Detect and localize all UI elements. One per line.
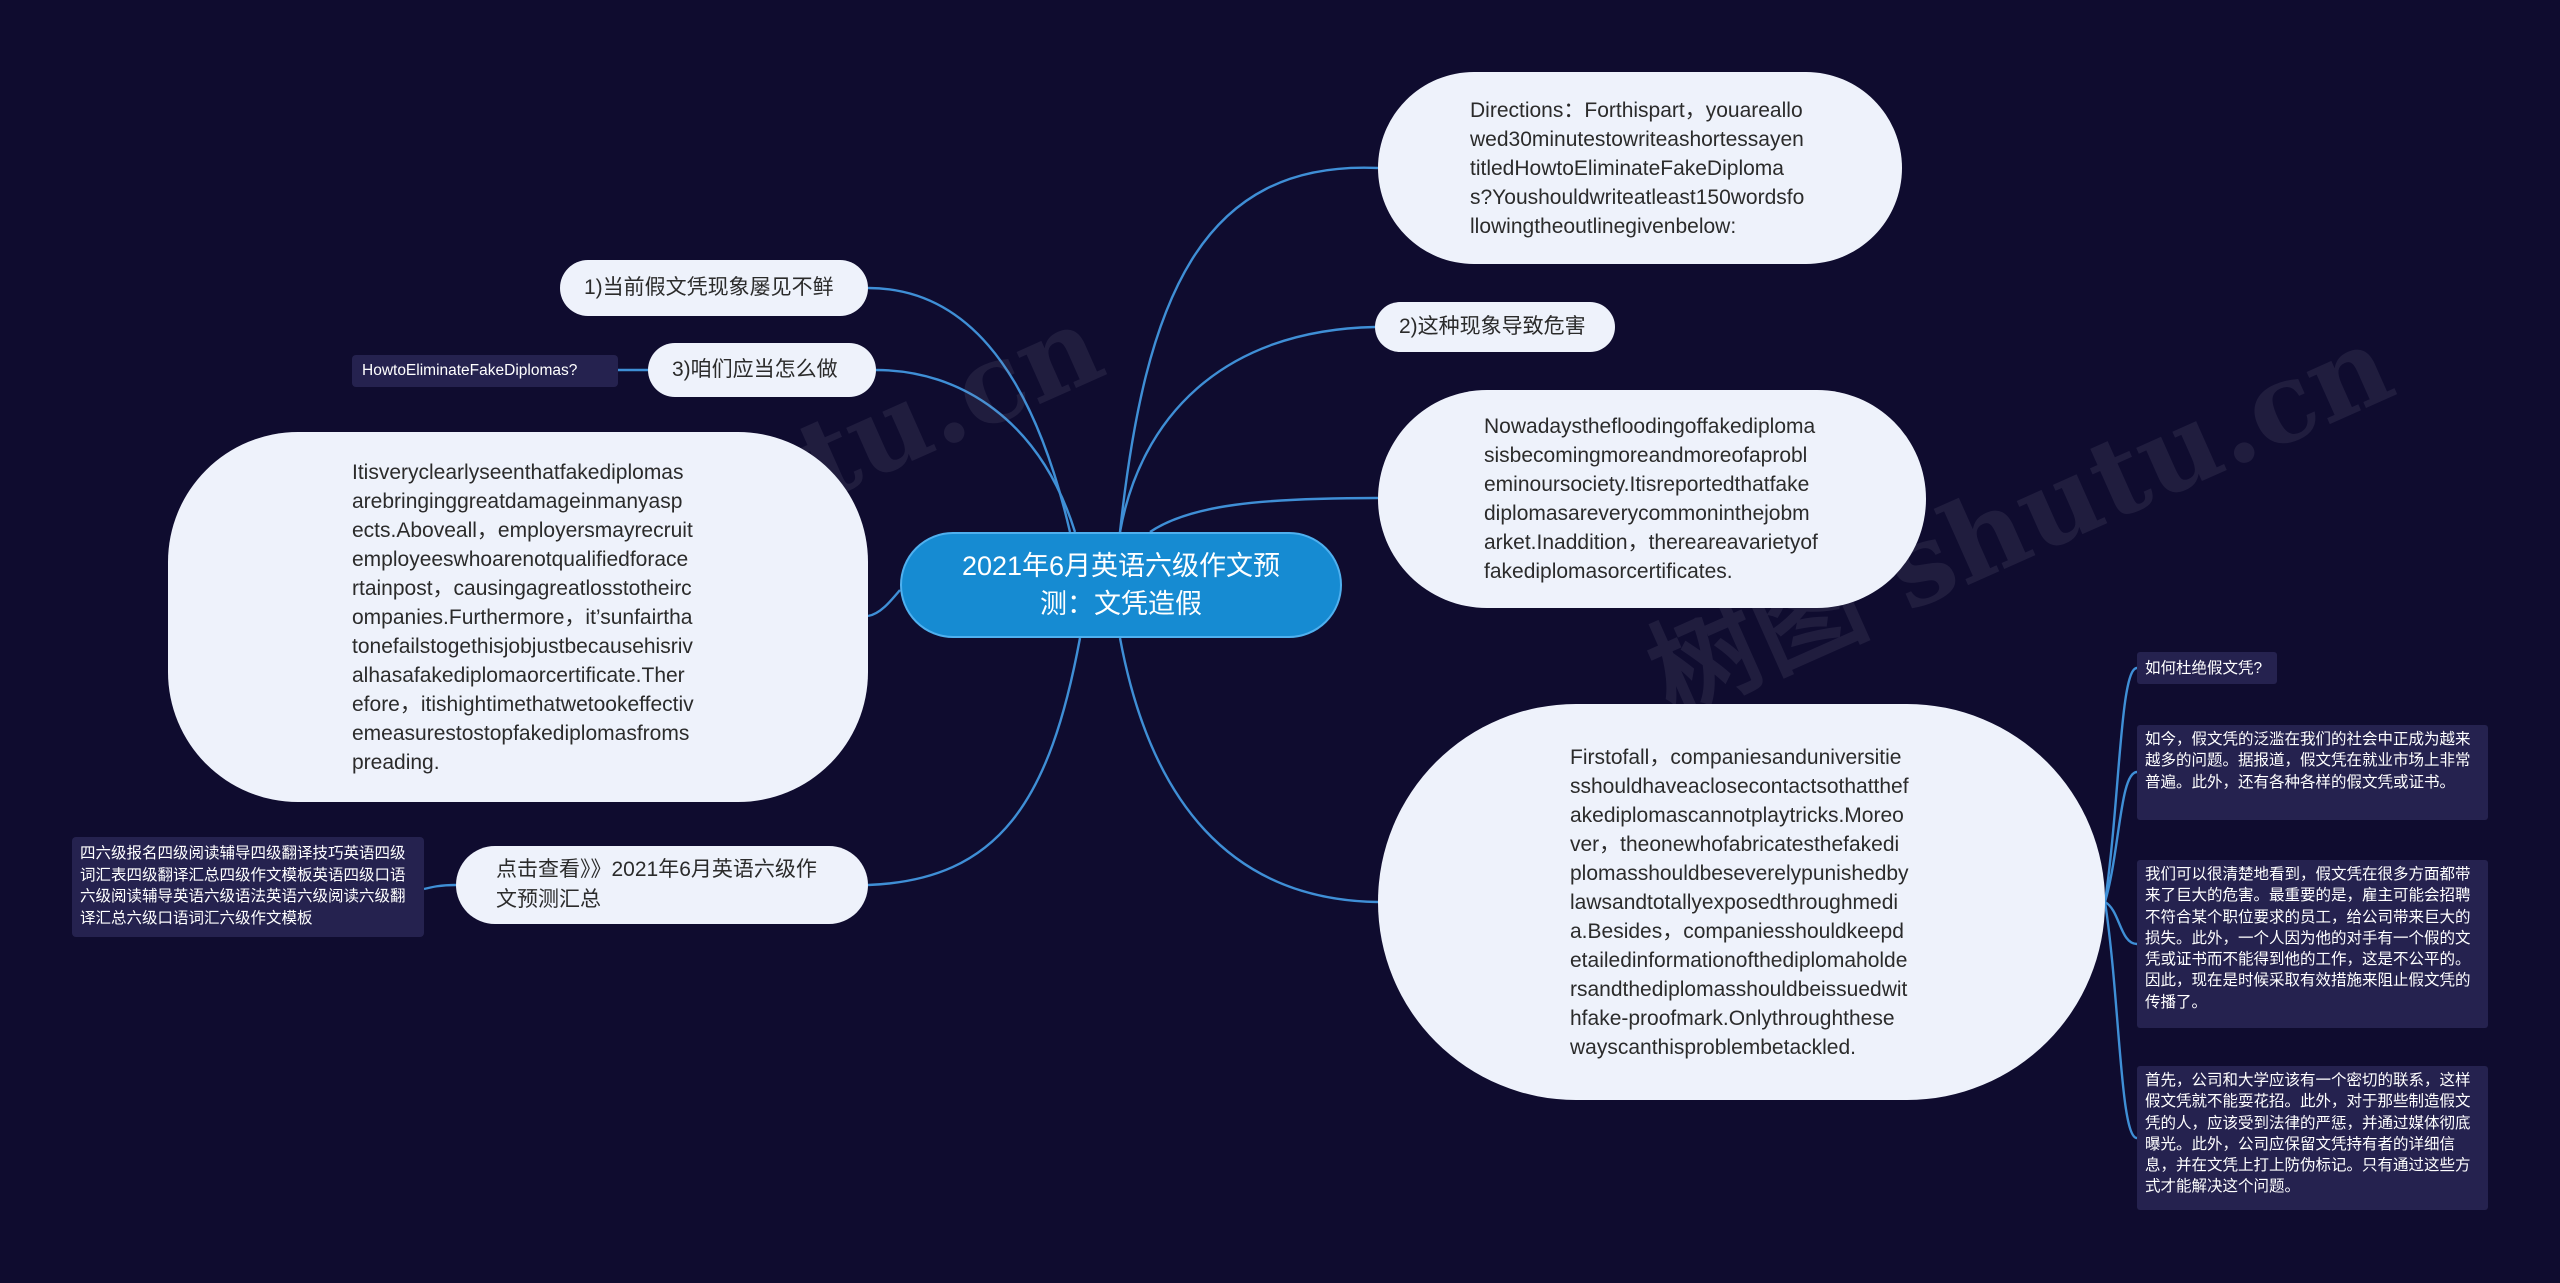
node-first-of-all-text: Firstofall，companiesanduniversitiesshoul… xyxy=(1570,745,1909,1059)
node-more-link-label: 点击查看》》2021年6月英语六级作文预测汇总 xyxy=(496,858,817,911)
node-nowadays[interactable]: Nowadaysthefloodingoffakediplomasisbecom… xyxy=(1378,390,1926,608)
node-related-links[interactable]: 四六级报名四级阅读辅导四级翻译技巧英语四级词汇表四级翻译汇总四级作文模板英语四级… xyxy=(72,837,424,937)
node-essay-title-label: HowtoEliminateFakeDiplomas? xyxy=(362,362,578,379)
node-related-links-text: 四六级报名四级阅读辅导四级翻译技巧英语四级词汇表四级翻译汇总四级作文模板英语四级… xyxy=(80,845,406,927)
link-center-essay xyxy=(867,589,901,618)
node-damage-essay[interactable]: Itisveryclearlyseenthatfakediplomasarebr… xyxy=(168,432,868,802)
link-leaf-1 xyxy=(2103,666,2138,903)
node-nowadays-text: Nowadaysthefloodingoffakediplomasisbecom… xyxy=(1484,415,1818,583)
link-center-link xyxy=(867,637,1082,887)
node-current-situation[interactable]: 1)当前假文凭现象屡见不鲜 xyxy=(560,260,868,316)
link-leaf-3 xyxy=(2104,900,2138,946)
node-harm[interactable]: 2)这种现象导致危害 xyxy=(1375,302,1615,352)
leaf-nowadays-cn[interactable]: 如今，假文凭的泛滥在我们的社会中正成为越来越多的问题。据报道，假文凭在就业市场上… xyxy=(2137,725,2488,820)
leaf-how-to-eliminate-text: 如何杜绝假文凭? xyxy=(2145,660,2263,677)
leaf-how-to-eliminate[interactable]: 如何杜绝假文凭? xyxy=(2137,652,2277,684)
node-first-of-all[interactable]: Firstofall，companiesanduniversitiesshoul… xyxy=(1378,704,2105,1100)
node-current-situation-label: 1)当前假文凭现象屡见不鲜 xyxy=(584,276,834,299)
node-harm-label: 2)这种现象导致危害 xyxy=(1399,315,1586,338)
central-topic[interactable]: 2021年6月英语六级作文预测：文凭造假 xyxy=(900,532,1342,638)
node-what-to-do[interactable]: 3)咱们应当怎么做 xyxy=(648,343,876,397)
link-link-child xyxy=(423,883,457,891)
link-leaf-2 xyxy=(2103,770,2138,903)
leaf-first-of-all-cn-text: 首先，公司和大学应该有一个密切的联系，这样假文凭就不能耍花招。此外，对于那些制造… xyxy=(2145,1072,2471,1196)
central-topic-label: 2021年6月英语六级作文预测：文凭造假 xyxy=(961,551,1281,619)
link-center-harm xyxy=(1118,325,1376,533)
link-center-whattodo xyxy=(875,368,1077,533)
leaf-damage-cn-text: 我们可以很清楚地看到，假文凭在很多方面都带来了巨大的危害。最重要的是，雇主可能会… xyxy=(2145,866,2471,1011)
node-essay-title[interactable]: HowtoEliminateFakeDiplomas? xyxy=(352,355,618,387)
leaf-damage-cn[interactable]: 我们可以很清楚地看到，假文凭在很多方面都带来了巨大的危害。最重要的是，雇主可能会… xyxy=(2137,860,2488,1028)
node-what-to-do-label: 3)咱们应当怎么做 xyxy=(672,358,838,381)
link-center-nowadays xyxy=(1149,496,1379,533)
node-damage-essay-text: Itisveryclearlyseenthatfakediplomasarebr… xyxy=(352,460,694,774)
node-directions[interactable]: Directions：Forthispart，youareallowed30mi… xyxy=(1378,72,1902,264)
node-more-link[interactable]: 点击查看》》2021年6月英语六级作文预测汇总 xyxy=(456,846,868,924)
link-center-firstofall xyxy=(1118,637,1379,904)
leaf-nowadays-cn-text: 如今，假文凭的泛滥在我们的社会中正成为越来越多的问题。据报道，假文凭在就业市场上… xyxy=(2145,731,2471,791)
link-center-directions xyxy=(1118,166,1379,533)
leaf-first-of-all-cn[interactable]: 首先，公司和大学应该有一个密切的联系，这样假文凭就不能耍花招。此外，对于那些制造… xyxy=(2137,1066,2488,1210)
node-directions-text: Directions：Forthispart，youareallowed30mi… xyxy=(1470,98,1805,238)
link-center-current xyxy=(867,286,1072,533)
link-leaf-4 xyxy=(2103,901,2138,1140)
